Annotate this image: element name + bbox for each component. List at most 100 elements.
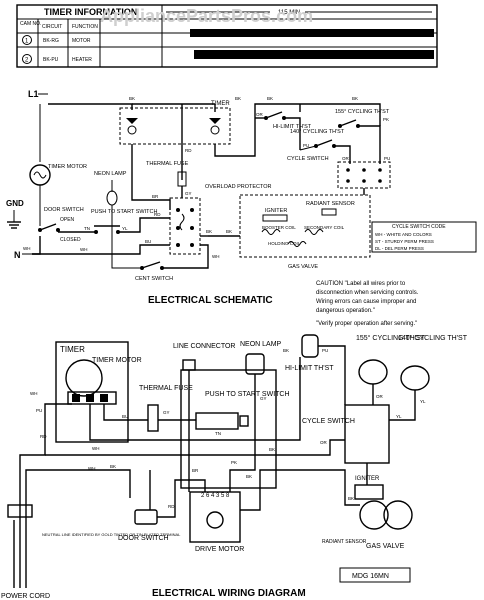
cent-switch-wire <box>162 244 209 269</box>
cycle-switch-block <box>344 404 390 464</box>
cent-switch-wire <box>111 232 140 269</box>
overload-contact <box>176 226 180 230</box>
cycling-155-blade <box>339 119 357 127</box>
door-switch-blade <box>39 223 57 231</box>
timer-cam-1-triangle <box>126 118 138 124</box>
row-function: MOTOR <box>72 38 91 44</box>
cycling-140-label: 140° CYCLING TH'ST <box>290 129 345 135</box>
cam-number-circle <box>22 54 32 64</box>
neutral-note: NEUTRAL LINE IDENTIFIED BY GOLD TINTED O… <box>42 532 181 537</box>
heater-circuit-wire <box>214 103 300 157</box>
hi-limit-to-cycle-wire <box>318 345 346 405</box>
wire-label: BK <box>129 96 135 101</box>
cycle-switch-contact <box>346 179 350 183</box>
wire-label: BU <box>145 239 151 244</box>
wiring-cycling-155-label: 155° CYCLING TH'ST <box>356 334 426 342</box>
wire-label: GY <box>260 396 267 401</box>
cycle-switch-contact <box>378 168 382 172</box>
thermostat-wire <box>334 145 351 164</box>
holding-coil-label: HOLDING COIL <box>268 241 301 246</box>
wiring-diagram-title: ELECTRICAL WIRING DIAGRAM <box>152 588 306 599</box>
heater-wire <box>89 357 301 441</box>
wire-label: GY <box>163 410 170 415</box>
drive-motor-shaft <box>206 511 224 529</box>
gas-valve-box <box>239 194 371 258</box>
push-to-start-label: PUSH TO START SWITCH <box>91 209 157 215</box>
wiring-neon-lamp-label: NEON LAMP <box>240 341 282 348</box>
wire-label: PK <box>231 460 237 465</box>
wiring-door-switch-label: DOOR SWITCH <box>118 535 169 542</box>
timer-table-title: TIMER INFORMATION <box>44 7 137 17</box>
thermostat-wire <box>358 125 381 164</box>
cycle-switch-label: CYCLE SWITCH <box>287 156 329 162</box>
wire-label: PU <box>36 408 42 413</box>
cycling-155-symbol <box>358 359 388 385</box>
neutral-label: N <box>14 250 21 260</box>
timer-terminal <box>72 394 80 402</box>
hi-limit-label: HI-LIMIT TH'ST <box>273 124 312 130</box>
wire-label: TN <box>215 431 221 436</box>
wiring-cycling-140-label: 140° CYCLING TH'ST <box>398 334 468 342</box>
timer-terminal <box>86 394 94 402</box>
overload-contact <box>190 226 194 230</box>
booster-coil-symbol <box>261 229 281 235</box>
row-function: HEATER <box>72 57 92 63</box>
thermostat-140-wire <box>389 390 416 421</box>
wiring-thermal-fuse-label: THERMAL FUSE <box>139 385 193 392</box>
timer-table-border <box>16 4 438 68</box>
drive-motor-block <box>189 491 241 543</box>
wire-label: OR <box>342 156 350 161</box>
neutral-wire <box>25 469 131 520</box>
wire-label: BK <box>226 229 232 234</box>
line-connector-label: LINE CONNECTOR <box>173 343 236 350</box>
holding-coil-symbol <box>287 241 307 247</box>
col-header-function: FUNCTION <box>72 24 98 30</box>
line-connector-symbol <box>182 359 196 371</box>
hi-limit-wire <box>284 117 301 150</box>
cycle-switch-contact <box>378 179 382 183</box>
booster-coil-label: BOOSTER COIL <box>262 225 296 230</box>
wire-label: OR <box>376 394 384 399</box>
l1-bus <box>48 103 133 110</box>
electrical-wiring-diagram: TIMER TIMER MOTOR LINE CONNECTOR NEON LA… <box>1 334 468 600</box>
thermostat-wire <box>300 103 381 126</box>
wire-label: YL <box>396 414 402 419</box>
model-code: MDG 16MN <box>352 573 389 580</box>
timer-contact-1 <box>127 125 137 135</box>
igniter-label: IGNITER <box>265 208 287 214</box>
wire-label: GY <box>185 191 192 196</box>
cycling-140-blade <box>315 139 333 147</box>
timer-contact-2 <box>210 125 220 135</box>
motor-terminals: 2 6 4 3 5 8 <box>201 493 230 499</box>
wire-label: BK <box>352 96 358 101</box>
igniter-symbol <box>262 214 288 222</box>
wire-label: WH <box>92 446 100 451</box>
row-circuit: BK-PU <box>43 57 59 63</box>
power-cord-label: POWER CORD <box>1 593 50 600</box>
wire-label: OR <box>256 112 264 117</box>
gas-valve-label: GAS VALVE <box>288 264 318 270</box>
cent-switch-blade <box>141 261 161 269</box>
timer-block <box>55 341 129 443</box>
timer-box <box>119 107 231 145</box>
wire-label: BK <box>269 447 275 452</box>
overload-protector-box <box>169 197 201 255</box>
motor-neutral-wire <box>229 385 256 492</box>
wire-label: BK <box>206 229 212 234</box>
wire-label: TN <box>84 226 90 231</box>
wiring-gas-valve-label: GAS VALVE <box>366 543 405 550</box>
wire-label: RD <box>185 148 192 153</box>
timer-terminal <box>100 394 108 402</box>
neon-lamp-symbol <box>106 190 118 206</box>
wire-label: BR <box>152 194 159 199</box>
cycle-code-row: DL - DEL PERM PRESS <box>375 246 424 251</box>
overload-contact <box>190 208 194 212</box>
wire-label: WH <box>30 391 38 396</box>
gas-valve-body <box>359 500 389 530</box>
wire-label: OR <box>320 440 328 445</box>
caution-note: CAUTION "Label all wires prior to discon… <box>316 281 419 327</box>
gas-valve-body <box>383 500 413 530</box>
wire-label: RD <box>154 212 161 217</box>
igniter-symbol <box>354 484 384 500</box>
wire-label: BK <box>246 474 252 479</box>
